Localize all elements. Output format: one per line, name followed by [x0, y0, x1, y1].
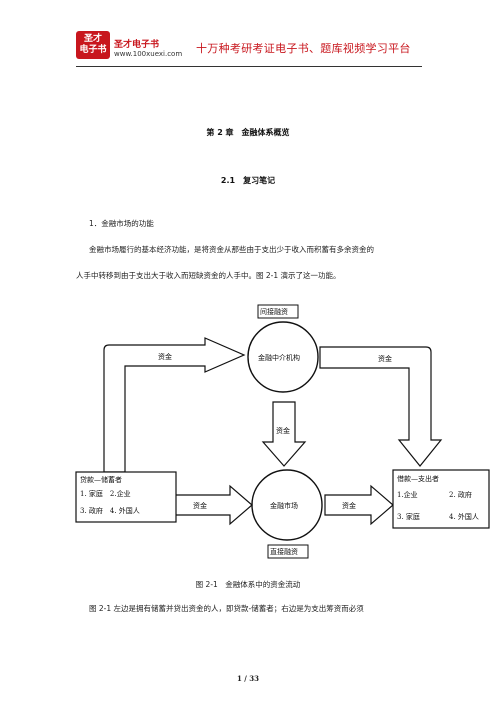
brand-logo: 圣才 电子书	[76, 31, 110, 59]
lender-row: 1. 家庭 2.企业	[80, 490, 131, 498]
intermediary-label: 金融中介机构	[258, 354, 300, 362]
figure-caption: 图 2-1 金融体系中的资金流动	[195, 580, 301, 589]
paragraph-heading: 1．金融市场的功能	[89, 219, 154, 228]
logo-text-bottom: 电子书	[79, 45, 107, 55]
left-bent-arrow	[103, 337, 246, 473]
paragraph-line: 图 2-1 左边是拥有储蓄并贷出资金的人，即贷款-储蓄者；右边是为支出筹资而必须	[89, 604, 364, 613]
direct-finance-label: 直接融资	[270, 548, 298, 556]
paragraph-line: 人手中转移到由于支出大于收入而短缺资金的人手中。图 2-1 演示了这一功能。	[76, 271, 341, 280]
borrower-title: 借款—支出者	[397, 475, 439, 483]
indirect-finance-label: 间接融资	[260, 308, 288, 316]
market-label: 金融市场	[270, 502, 298, 510]
lender-title: 贷款—储蓄者	[80, 476, 122, 484]
lender-box	[75, 471, 177, 523]
brand-url[interactable]: www.100xuexi.com	[114, 50, 183, 58]
borrower-box	[392, 469, 490, 529]
brand-name: 圣才电子书	[114, 40, 160, 50]
chapter-title: 第 2 章 金融体系概览	[206, 128, 290, 137]
funds-label-bottom-right: 资金	[342, 502, 356, 510]
funds-label-right: 资金	[378, 355, 392, 363]
logo-text-top: 圣才	[83, 34, 102, 44]
funds-label-left: 资金	[158, 353, 172, 361]
bottom-left-arrow	[174, 484, 253, 526]
borrower-item: 4. 外国人	[449, 513, 479, 521]
header-slogan: 十万种考研考证电子书、题库视频学习平台	[196, 42, 411, 55]
funds-label-bottom-left: 资金	[193, 502, 207, 510]
header-divider	[76, 66, 422, 67]
page-header: 圣才 电子书 圣才电子书 www.100xuexi.com 十万种考研考证电子书…	[0, 0, 496, 70]
paragraph-line: 金融市场履行的基本经济功能，是将资金从那些由于支出少于收入而积蓄有多余资金的	[89, 245, 374, 254]
bottom-right-arrow	[324, 484, 394, 526]
funds-label-center: 资金	[276, 427, 290, 435]
down-arrow	[261, 401, 307, 467]
borrower-item: 3. 家庭	[397, 513, 420, 521]
diagram-graphics	[75, 304, 490, 559]
page-number: 1 / 33	[236, 674, 260, 683]
borrower-item: 2. 政府	[449, 491, 472, 499]
borrower-item: 1.企业	[397, 491, 418, 499]
right-bent-arrow	[319, 346, 443, 467]
direct-finance-box	[267, 544, 309, 559]
fund-flow-diagram: 间接融资 直接融资 金融中介机构 金融市场 资金 资金 资金 资金 资金 贷款—…	[0, 300, 496, 562]
intermediary-circle	[247, 321, 319, 393]
indirect-finance-box	[257, 304, 299, 319]
lender-row: 3. 政府 4. 外国人	[80, 507, 140, 515]
section-title: 2.1 复习笔记	[220, 176, 276, 185]
